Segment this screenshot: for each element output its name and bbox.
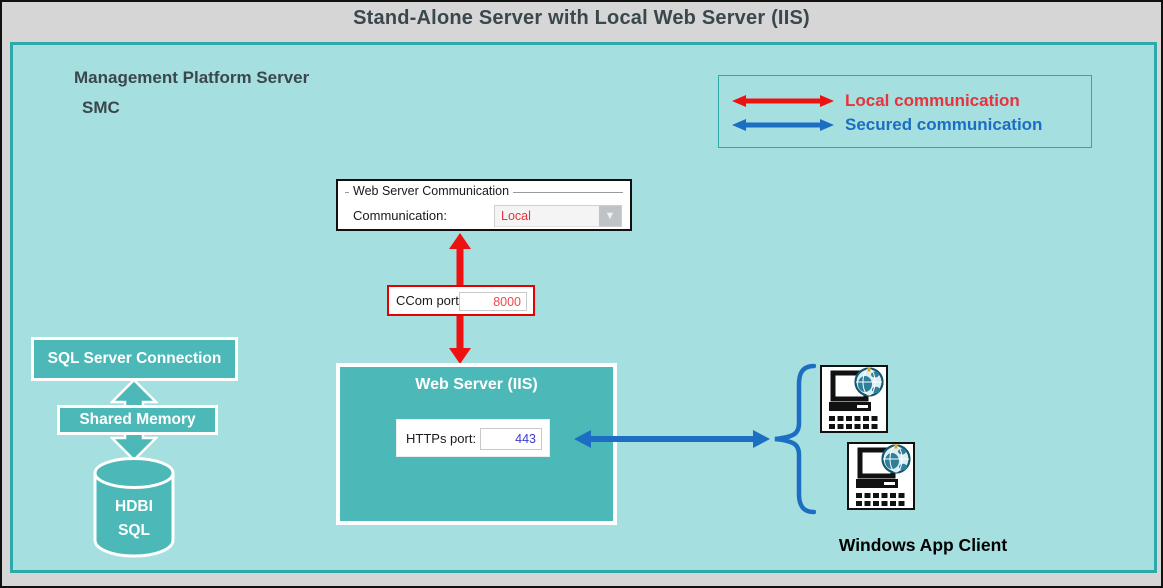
database-name-line1: HDBI [92, 498, 176, 516]
windows-app-client-label: Windows App Client [814, 535, 1032, 556]
communication-field-label: Communication: [353, 208, 447, 223]
red-double-arrow-icon [731, 94, 835, 108]
clients-brace-icon [770, 363, 816, 515]
communication-dropdown[interactable]: Local ▼ [494, 205, 622, 227]
blue-double-arrow-icon [731, 118, 835, 132]
communication-dropdown-value: Local [495, 206, 599, 227]
platform-name-label: Management Platform Server [74, 68, 309, 88]
https-port-input[interactable] [480, 428, 542, 450]
sql-server-connection-box: SQL Server Connection [31, 337, 238, 381]
secured-communication-arrow [572, 426, 772, 452]
ccom-port-input[interactable] [459, 292, 527, 311]
database-name-line2: SQL [92, 522, 176, 540]
page-title: Stand-Alone Server with Local Web Server… [2, 7, 1161, 30]
legend-box: Local communication Secured communicatio… [718, 75, 1092, 148]
legend-label-secured: Secured communication [845, 115, 1042, 135]
database-cylinder: HDBI SQL [92, 456, 176, 559]
legend-row-local: Local communication [731, 89, 1020, 113]
legend-row-secured: Secured communication [731, 113, 1042, 137]
groupbox-label: Web Server Communication [349, 184, 513, 198]
shared-memory-label: Shared Memory [79, 411, 195, 429]
platform-subtitle-label: SMC [82, 98, 120, 118]
web-server-communication-panel: Web Server Communication Communication: … [336, 179, 632, 231]
chevron-down-icon[interactable]: ▼ [599, 206, 621, 226]
windows-client-computer-icon [820, 365, 888, 433]
shared-memory-box: Shared Memory [57, 405, 218, 435]
ccom-port-label: CCom port: [396, 293, 462, 308]
web-server-title: Web Server (IIS) [340, 376, 613, 394]
legend-label-local: Local communication [845, 91, 1020, 111]
ccom-port-box: CCom port: [387, 285, 535, 316]
windows-client-computer-icon [847, 442, 915, 510]
https-port-box: HTTPs port: [396, 419, 550, 457]
sql-server-connection-label: SQL Server Connection [48, 350, 222, 368]
https-port-label: HTTPs port: [406, 431, 476, 446]
